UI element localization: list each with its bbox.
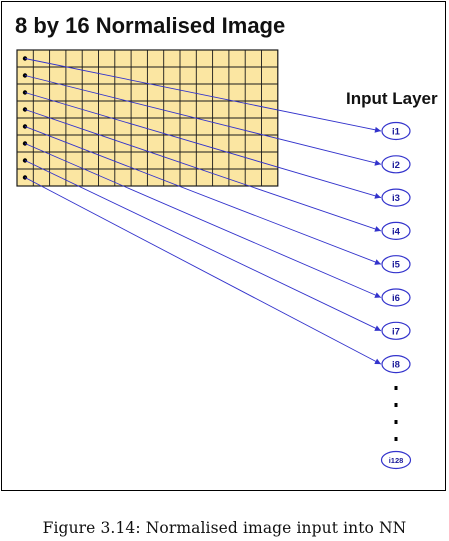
diagram-title: 8 by 16 Normalised Image [15,13,285,38]
connection-line [24,92,382,199]
arrow-head [374,259,381,265]
arrow-head [374,292,381,298]
input-neuron [381,355,411,374]
arrow-head [374,159,381,166]
input-neuron [381,321,411,340]
pixel-grid [16,49,279,187]
neuron-label: i4 [392,226,401,237]
neuron-label: i5 [392,260,401,271]
figure-caption: Figure 3.14: Normalised image input into… [42,519,407,537]
arrow-head [374,193,381,199]
input-neuron [381,121,411,141]
diagram-canvas: 8 by 16 Normalised Image Input Layer i1i… [15,13,438,470]
connection-line [24,143,382,298]
ellipsis-dot [394,437,398,441]
input-neuron [381,221,411,240]
connection-line [24,126,382,265]
arrow-head [374,325,381,331]
neuron-label: i8 [392,360,400,371]
connection-line [24,109,382,232]
connection-line [24,75,382,165]
neuron-label: i7 [392,326,400,337]
connection-line [24,177,382,365]
connection-line [24,58,382,132]
connection-lines [24,58,382,365]
neuron-label-last: i128 [389,456,404,465]
ellipsis-dots: • • • • [394,386,398,441]
ellipsis-dot [394,420,398,424]
input-neuron [381,188,411,207]
input-neuron [381,155,411,174]
input-neuron [381,288,411,307]
arrow-head [374,226,381,232]
input-neuron [381,255,411,274]
input-neuron-last [380,450,412,470]
input-layer-label: Input Layer [346,89,438,108]
neuron-label: i6 [392,293,400,304]
arrow-head [374,358,381,365]
connection-line [24,160,382,332]
ellipsis-dot [394,386,398,390]
arrow-head [374,126,381,133]
neuron-label: i2 [392,160,400,171]
neuron-label: i1 [392,127,401,138]
ellipsis-dot [394,403,398,407]
input-neurons: i1 i2 i3 i4 i5 i6 i7 i8 i128 [380,121,412,470]
neuron-label: i3 [392,193,400,204]
